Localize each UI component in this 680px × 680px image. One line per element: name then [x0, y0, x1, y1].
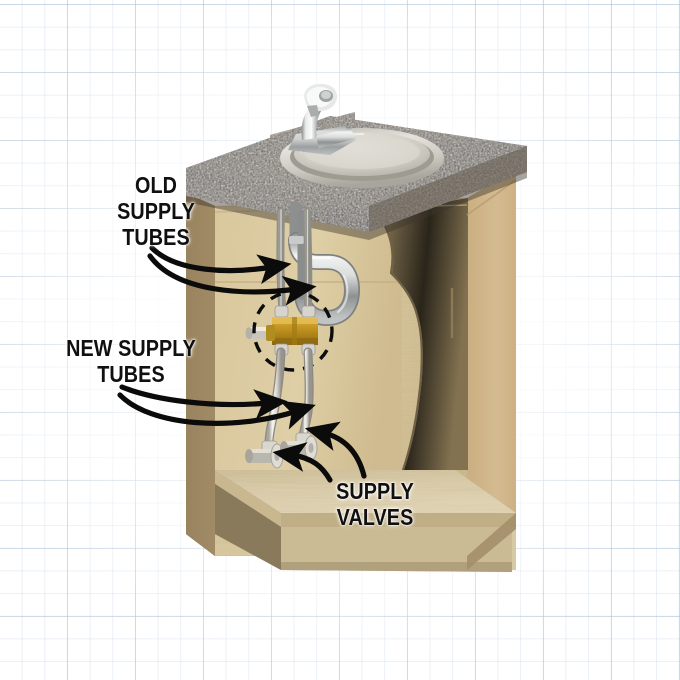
callout-new-supply-tubes: NEW SUPPLY TUBES	[66, 335, 196, 387]
cabinet-base-slab-front	[215, 484, 281, 570]
arrow-new-tubes-1	[119, 384, 288, 420]
arrow-new-tubes-2	[117, 392, 316, 430]
callout-old-supply-tubes: OLD SUPPLY TUBES	[117, 172, 195, 250]
cabinet-floor-front-edge	[215, 470, 281, 527]
cutaway-tear-edge	[374, 210, 423, 472]
faucet-spout-arm	[316, 128, 355, 148]
cabinet-base-slab-side	[281, 527, 512, 572]
cabinet-face-seam	[466, 179, 517, 216]
arrow-old-tubes-2	[147, 253, 317, 306]
cabinet-floor	[215, 470, 516, 513]
arrow-old-tubes-1	[149, 245, 292, 285]
faucet-spout	[301, 104, 325, 140]
cabinet-base-slab-edge	[281, 562, 512, 572]
callout-arrows	[117, 245, 367, 483]
cabinet-right-foot	[467, 513, 516, 570]
cabinet-base-shadowface	[281, 513, 516, 527]
fitting-nut-right	[301, 305, 316, 318]
faucet	[288, 83, 356, 155]
fitting-nut-left	[274, 305, 289, 318]
arrow-valves-2	[304, 421, 367, 479]
callout-supply-valves: SUPPLY VALVES	[336, 478, 414, 530]
arrow-valves-1	[272, 442, 333, 483]
countertop-front-edge	[186, 168, 369, 232]
